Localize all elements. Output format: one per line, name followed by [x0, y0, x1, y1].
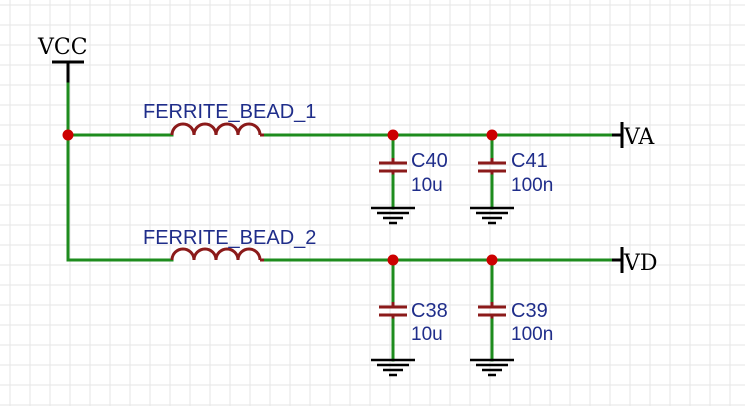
c41-value: 100n — [511, 175, 553, 196]
ferrite-bead-2-label: FERRITE_BEAD_2 — [143, 227, 316, 249]
vd-net-port[interactable]: VD — [612, 247, 658, 276]
ground-symbol-c41 — [470, 206, 514, 225]
capacitor-c40[interactable]: C40 10u — [379, 150, 448, 210]
capacitor-c41[interactable]: C41 100n — [478, 150, 553, 210]
vcc-power-port[interactable]: VCC — [37, 35, 88, 84]
ferrite-bead-1[interactable]: FERRITE_BEAD_1 — [143, 101, 316, 137]
ground-symbol-c39 — [470, 358, 514, 377]
junctions — [62, 129, 498, 266]
c39-value: 100n — [511, 324, 553, 345]
c38-value: 10u — [411, 324, 443, 345]
c38-designator: C38 — [411, 300, 448, 322]
junction-dot — [486, 129, 498, 141]
vd-label: VD — [623, 251, 658, 276]
c40-designator: C40 — [411, 150, 448, 172]
ground-symbol-c40 — [371, 206, 415, 225]
junction-dot — [387, 254, 399, 266]
c40-value: 10u — [411, 175, 443, 196]
wires — [66, 82, 614, 304]
junction-dot — [62, 129, 74, 141]
ground-symbol-c38 — [371, 358, 415, 377]
ferrite-bead-2[interactable]: FERRITE_BEAD_2 — [143, 227, 316, 262]
junction-dot — [387, 129, 399, 141]
c41-designator: C41 — [511, 150, 548, 172]
junction-dot — [486, 254, 498, 266]
va-net-port[interactable]: VA — [612, 122, 655, 150]
ferrite-bead-1-label: FERRITE_BEAD_1 — [143, 101, 316, 123]
vcc-label: VCC — [37, 35, 88, 60]
c39-designator: C39 — [511, 300, 548, 322]
va-label: VA — [623, 125, 655, 150]
capacitor-c39[interactable]: C39 100n — [478, 300, 553, 362]
capacitor-c38[interactable]: C38 10u — [379, 300, 448, 362]
